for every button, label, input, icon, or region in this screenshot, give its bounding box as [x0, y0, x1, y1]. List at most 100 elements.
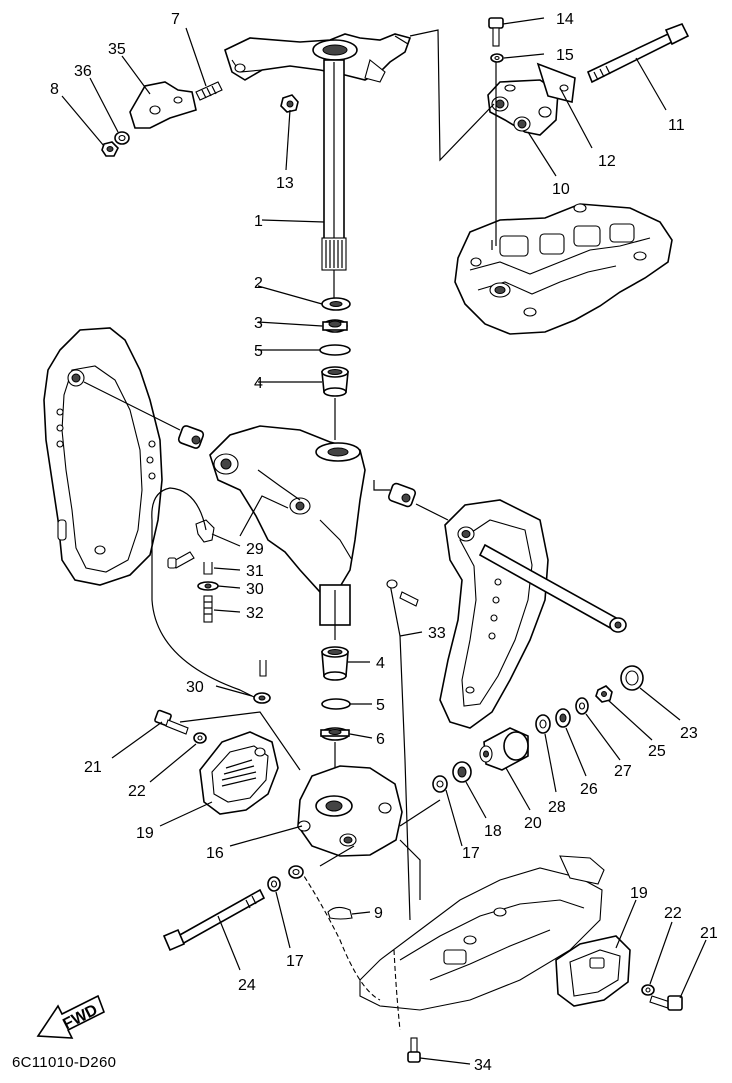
- callout-14: 14: [556, 11, 574, 28]
- o-ring-5-upper-part: [319, 344, 351, 356]
- bolt-11-part: [586, 22, 690, 84]
- clip-30-upper-part: [197, 581, 219, 591]
- bolt-34-part: [407, 1037, 421, 1063]
- pin-31-part: [203, 562, 213, 575]
- callout-31: 31: [246, 563, 264, 580]
- washer-28-part: [535, 714, 551, 734]
- fwd-arrow: [36, 994, 106, 1039]
- washer-17-lower-part: [267, 876, 281, 892]
- callout-2: 2: [254, 275, 263, 292]
- callout-3: 3: [254, 315, 263, 332]
- callout-7: 7: [171, 11, 180, 28]
- callout-27: 27: [614, 763, 632, 780]
- bushing-4-upper-part: [321, 366, 349, 397]
- washer-26-part: [555, 708, 571, 728]
- callout-4-lower: 4: [376, 655, 385, 672]
- steering-shaft-part: [321, 59, 347, 300]
- callout-19-left: 19: [136, 825, 154, 842]
- clamp-bracket-10-part: [487, 79, 559, 136]
- document-code: 6C11010-D260: [12, 1054, 117, 1071]
- nut-8-part: [101, 141, 119, 157]
- lower-case-part: [359, 855, 605, 1011]
- callout-18: 18: [484, 823, 502, 840]
- grommet-part: [399, 591, 419, 607]
- lower-mount-bracket-16-part: [297, 765, 403, 857]
- rubber-mount-19-left-part: [199, 731, 279, 815]
- washer-27-part: [575, 697, 589, 715]
- steering-arm-part: [224, 33, 412, 83]
- upper-mount-base-part: [454, 203, 673, 335]
- callout-22-left: 22: [128, 783, 146, 800]
- grommet-18-part: [452, 761, 472, 783]
- callout-5-lower: 5: [376, 697, 385, 714]
- callout-17-left: 17: [286, 953, 304, 970]
- washer-36-part: [114, 131, 130, 145]
- callout-10: 10: [552, 181, 570, 198]
- callout-30-upper: 30: [246, 581, 264, 598]
- callout-30-lower: 30: [186, 679, 204, 696]
- callout-21-right: 21: [700, 925, 718, 942]
- bolt-14-part: [488, 17, 504, 47]
- washer-22-left-part: [193, 732, 207, 744]
- washer-2-part: [321, 297, 351, 311]
- damper-20-part: [479, 727, 529, 771]
- callout-labels: 7 35 36 8 13 1 2 3 5 4 14 15 11 12 10 29…: [50, 11, 718, 1074]
- callout-29: 29: [246, 541, 264, 558]
- washer-upper-left-part: [288, 865, 304, 879]
- callout-19-right: 19: [630, 885, 648, 902]
- washer-17-upper-part: [432, 775, 448, 793]
- callout-33: 33: [428, 625, 446, 642]
- washer-22-right-part: [641, 984, 655, 996]
- screw-plug-part: [167, 551, 195, 569]
- left-clamp-bracket-part: [43, 327, 163, 586]
- callout-22-right: 22: [664, 905, 682, 922]
- callout-28: 28: [548, 799, 566, 816]
- callout-8: 8: [50, 81, 59, 98]
- clip-9-part: [327, 906, 353, 920]
- clip-29-part: [195, 519, 215, 543]
- rubber-mount-19-right-part: [555, 935, 631, 1007]
- callout-24: 24: [238, 977, 256, 994]
- callout-36: 36: [74, 63, 92, 80]
- callout-32: 32: [246, 605, 264, 622]
- callout-13: 13: [276, 175, 294, 192]
- callout-26: 26: [580, 781, 598, 798]
- callout-35: 35: [108, 41, 126, 58]
- bolt-7-part: [195, 81, 223, 101]
- right-clamp-bracket-part: [439, 499, 549, 729]
- o-ring-5-lower-part: [321, 698, 351, 710]
- leader-lines: [61, 17, 707, 1065]
- callout-11: 11: [668, 117, 685, 134]
- through-bolt-24-part: [162, 888, 266, 952]
- bushing-3-part: [322, 319, 348, 333]
- callout-15: 15: [556, 47, 574, 64]
- bolt-32-part: [203, 595, 213, 623]
- left-pivot-bushing-part: [177, 425, 205, 449]
- bolt-21-left-part: [154, 709, 189, 735]
- swivel-bracket-part: [209, 425, 366, 593]
- cap-nut-23-part: [620, 665, 644, 691]
- washer-15-part: [490, 53, 504, 63]
- terminal-33-part: [386, 579, 398, 589]
- callout-12: 12: [598, 153, 616, 170]
- right-pivot-bushing-part: [387, 482, 417, 508]
- callout-34: 34: [474, 1057, 492, 1074]
- swivel-tube-part: [319, 584, 351, 640]
- nut-25-part: [595, 685, 613, 703]
- nut-13-part: [280, 94, 299, 113]
- callout-17-right: 17: [462, 845, 480, 862]
- callout-21-left: 21: [84, 759, 102, 776]
- tilt-tube-part: [478, 543, 627, 633]
- callout-23: 23: [680, 725, 698, 742]
- washer-6-part: [320, 727, 350, 741]
- callout-6: 6: [376, 731, 385, 748]
- callout-1: 1: [254, 213, 263, 230]
- callout-16: 16: [206, 845, 224, 862]
- callout-5-upper: 5: [254, 343, 263, 360]
- callout-25: 25: [648, 743, 666, 760]
- clip-30-lower-part: [253, 660, 271, 704]
- bolt-21-right-part: [649, 995, 683, 1011]
- plate-12-part: [536, 62, 576, 103]
